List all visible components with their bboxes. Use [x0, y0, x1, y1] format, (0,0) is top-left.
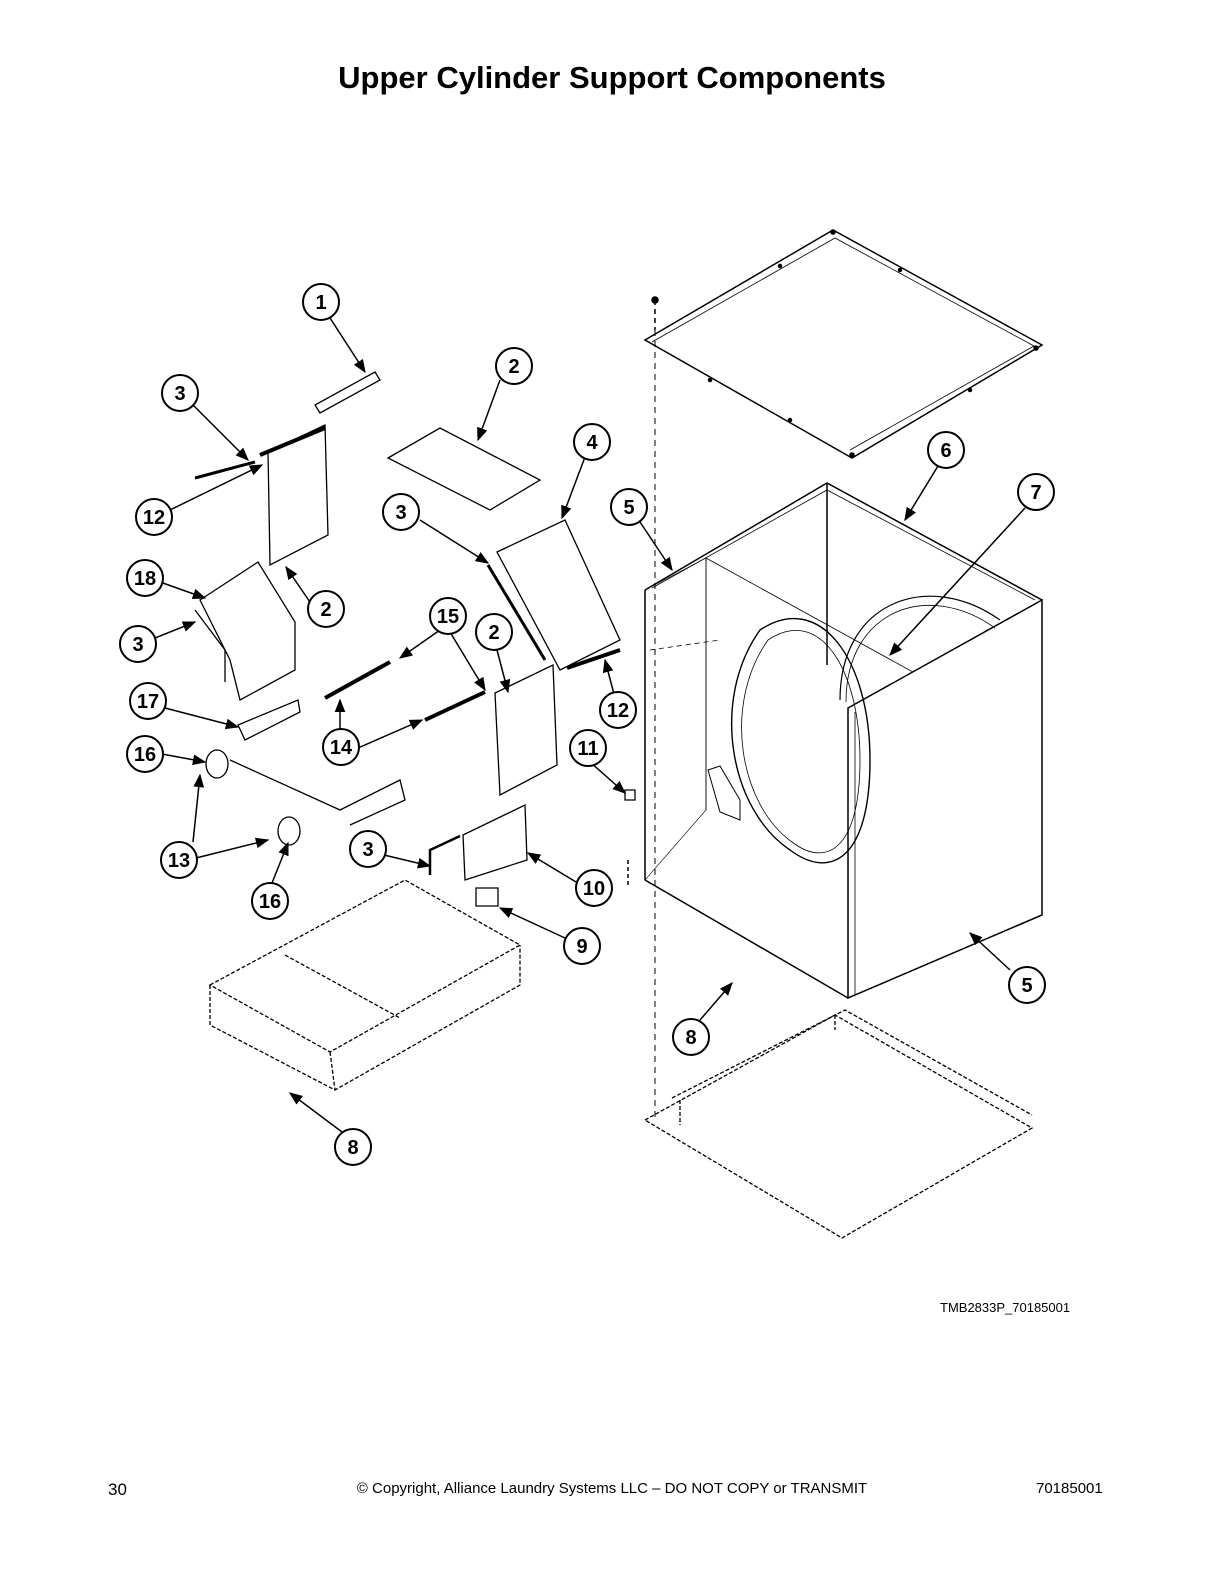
svg-text:3: 3 — [174, 383, 185, 405]
document-number: 70185001 — [1036, 1480, 1103, 1497]
base-frame — [645, 1010, 1032, 1238]
callout-12-right: 12 — [599, 691, 637, 729]
svg-text:10: 10 — [583, 878, 605, 900]
callout-1: 1 — [302, 283, 340, 321]
svg-text:12: 12 — [607, 700, 629, 722]
svg-text:15: 15 — [437, 606, 459, 628]
svg-text:11: 11 — [577, 738, 598, 760]
callout-3-center: 3 — [382, 493, 420, 531]
callout-18: 18 — [126, 559, 164, 597]
svg-text:5: 5 — [623, 497, 634, 519]
svg-text:17: 17 — [137, 691, 159, 713]
figure-id: TMB2833P_70185001 — [940, 1300, 1071, 1315]
top-panel — [645, 230, 1042, 458]
svg-text:16: 16 — [259, 891, 281, 913]
callout-8-left: 8 — [334, 1128, 372, 1166]
callout-5-top: 5 — [610, 488, 648, 526]
svg-text:8: 8 — [347, 1137, 358, 1159]
callout-2-center: 2 — [475, 613, 513, 651]
callout-17: 17 — [129, 682, 167, 720]
callout-10: 10 — [575, 869, 613, 907]
svg-text:14: 14 — [330, 737, 353, 759]
page-title: Upper Cylinder Support Components — [338, 60, 886, 95]
svg-text:13: 13 — [168, 850, 190, 872]
callout-11: 11 — [569, 729, 607, 767]
svg-text:3: 3 — [395, 502, 406, 524]
svg-text:7: 7 — [1030, 482, 1041, 504]
svg-text:6: 6 — [940, 440, 951, 462]
svg-text:3: 3 — [132, 634, 143, 656]
svg-text:8: 8 — [685, 1027, 696, 1049]
callout-13: 13 — [160, 841, 198, 879]
callout-6: 6 — [927, 431, 965, 469]
svg-text:4: 4 — [586, 432, 598, 454]
callout-14: 14 — [322, 728, 360, 766]
callout-12-left: 12 — [135, 498, 173, 536]
lower-support-frame — [210, 880, 520, 1090]
svg-text:5: 5 — [1021, 975, 1032, 997]
copyright-notice: © Copyright, Alliance Laundry Systems LL… — [356, 1480, 868, 1497]
svg-text:2: 2 — [488, 622, 499, 644]
page-number: 30 — [108, 1480, 127, 1499]
callout-leaders — [150, 318, 1025, 1132]
callout-3-topleft: 3 — [161, 374, 199, 412]
callout-3-left: 3 — [119, 625, 157, 663]
callout-2-top: 2 — [495, 347, 533, 385]
cabinet — [628, 330, 1042, 1120]
callout-5-bottom: 5 — [1008, 966, 1046, 1004]
callout-16-left: 16 — [126, 735, 164, 773]
svg-text:9: 9 — [576, 936, 587, 958]
callout-9: 9 — [563, 927, 601, 965]
callout-4: 4 — [573, 423, 611, 461]
callout-3-bottom: 3 — [349, 830, 387, 868]
svg-text:12: 12 — [143, 507, 165, 529]
svg-text:1: 1 — [315, 292, 326, 314]
svg-text:3: 3 — [362, 839, 373, 861]
svg-text:18: 18 — [134, 568, 156, 590]
callout-16-bottom: 16 — [251, 882, 289, 920]
callout-2-left: 2 — [307, 590, 345, 628]
callout-15: 15 — [429, 597, 467, 635]
svg-text:2: 2 — [320, 599, 331, 621]
svg-text:16: 16 — [134, 744, 156, 766]
callout-bubbles: 1 2 2 2 3 3 3 3 4 5 5 6 7 8 8 9 10 11 12… — [119, 283, 1055, 1166]
callout-8-right: 8 — [672, 1018, 710, 1056]
callout-7: 7 — [1017, 473, 1055, 511]
svg-text:2: 2 — [508, 356, 519, 378]
upper-left-parts — [195, 372, 635, 906]
